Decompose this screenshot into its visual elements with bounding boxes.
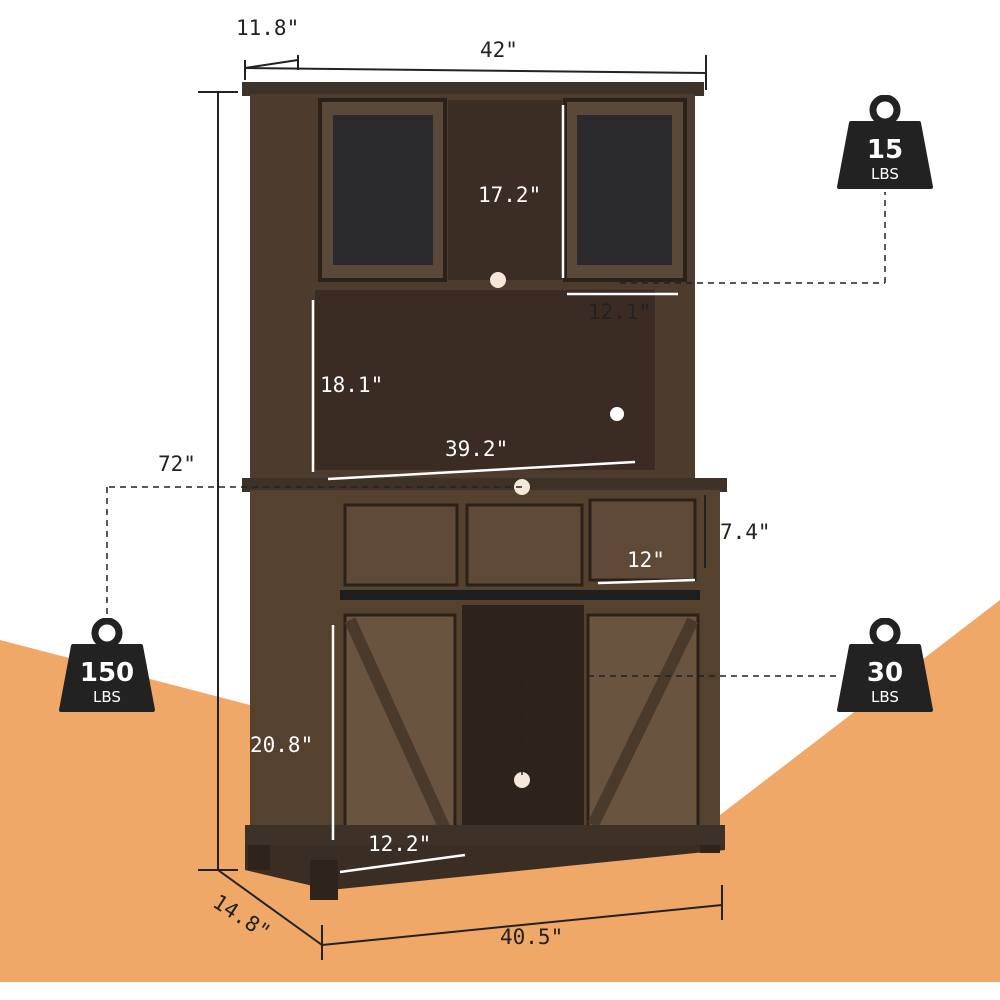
weight-icon — [837, 618, 933, 712]
cabinet — [242, 82, 727, 900]
drawer-height-label: 7.4" — [720, 520, 771, 544]
weight-badge-30: 30 LBS — [837, 618, 933, 718]
weight-unit: LBS — [871, 165, 899, 183]
total-height-label: 72" — [158, 452, 196, 476]
interior-dimension-arrows — [311, 105, 696, 874]
weight-leader-lines — [106, 192, 886, 775]
weight-point-icon — [514, 772, 530, 788]
weight-point-icon — [610, 407, 624, 421]
door-width-label: 12.2" — [368, 832, 432, 856]
weight-icon — [837, 95, 933, 189]
depth-top-label: 11.8" — [236, 16, 300, 40]
weight-point-icon — [490, 272, 506, 288]
weight-value: 15 — [866, 135, 904, 165]
glass-cabinet-height-label: 17.2" — [478, 183, 542, 207]
glass-cabinet-width-label: 12.1" — [588, 300, 652, 324]
weight-badge-15: 15 LBS — [837, 95, 933, 195]
weight-icon — [59, 618, 155, 712]
weight-value: 30 — [866, 658, 904, 688]
dimension-lines — [198, 55, 723, 960]
weight-unit: LBS — [871, 688, 899, 706]
weight-unit: LBS — [93, 688, 121, 706]
hutch-open-height-label: 18.1" — [320, 373, 384, 397]
drawer-width-label: 12" — [627, 548, 665, 572]
hutch-open-width-label: 39.2" — [445, 437, 509, 461]
door-height-label: 20.8" — [250, 733, 314, 757]
weight-value: 150 — [79, 658, 135, 688]
width-top-label: 42" — [480, 38, 518, 62]
weight-badge-150: 150 LBS — [59, 618, 155, 718]
width-base-label: 40.5" — [500, 925, 564, 949]
